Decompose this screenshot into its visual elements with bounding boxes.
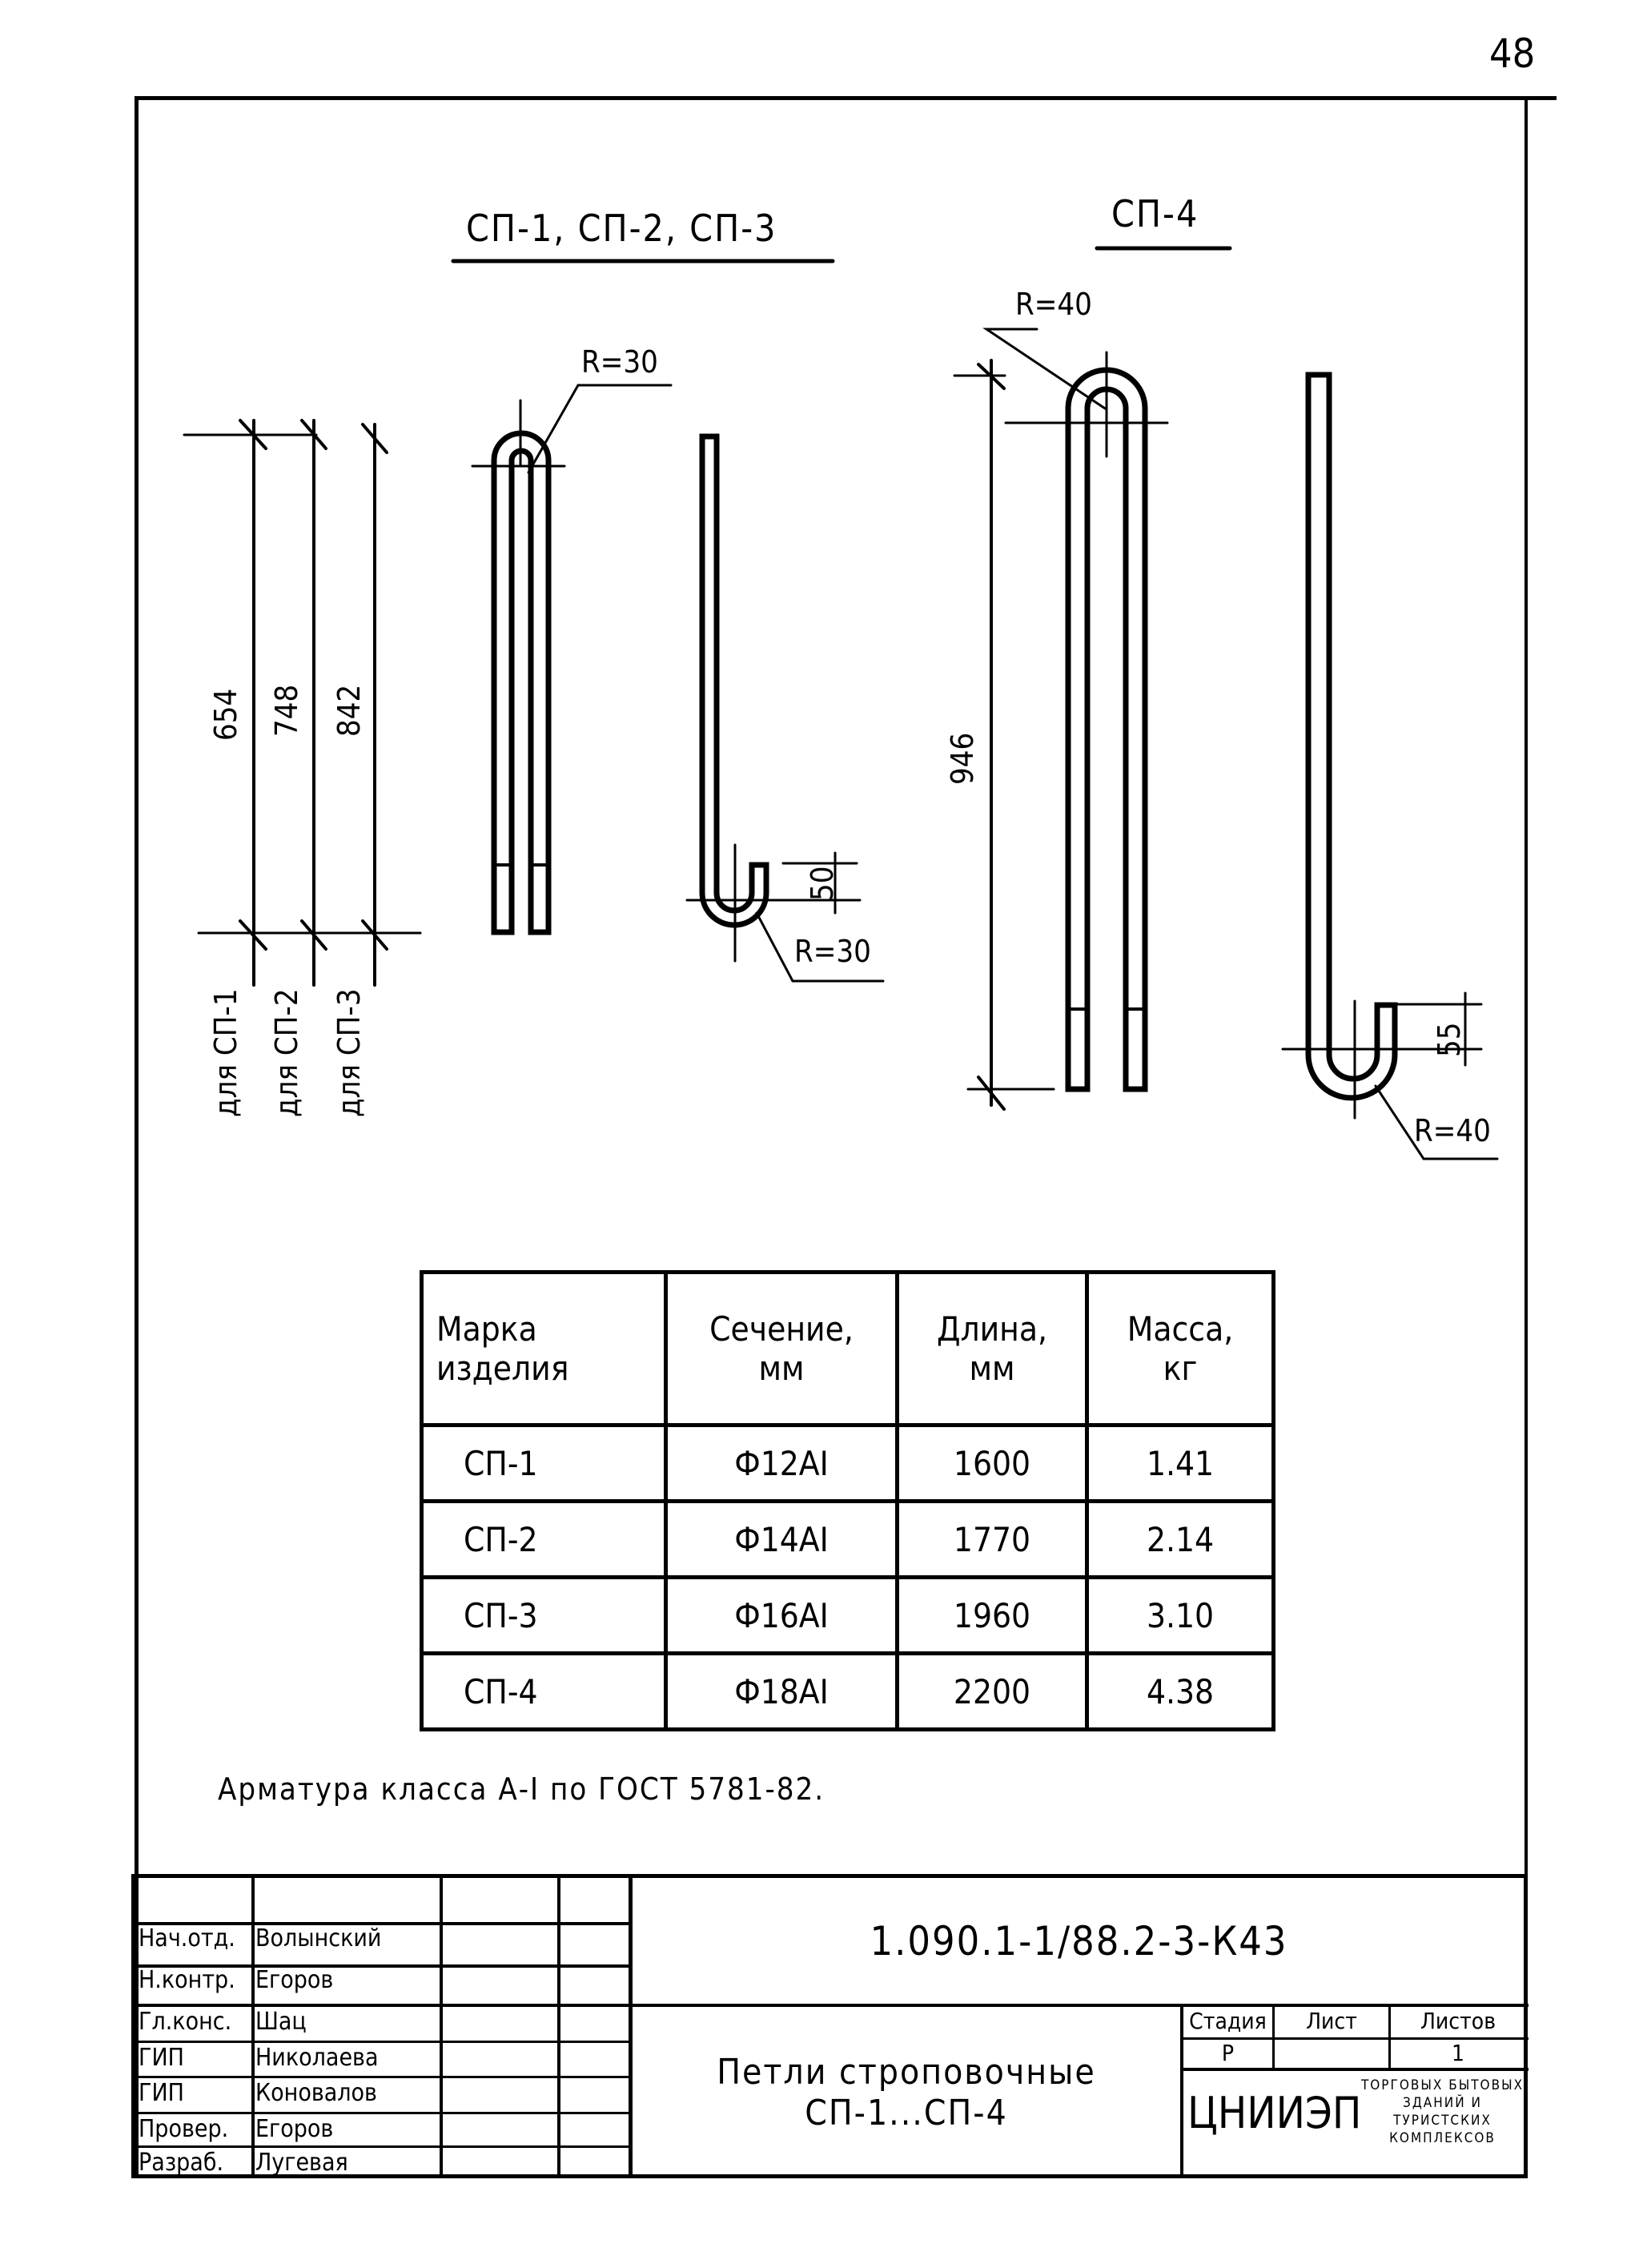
name-cell: Коновалов bbox=[255, 2079, 377, 2107]
stage-label: Стадия bbox=[1189, 2008, 1267, 2034]
header-mass: Масса, кг bbox=[1085, 1270, 1275, 1427]
table-row: СП-1 Ф12АI 1600 1.41 bbox=[420, 1423, 1275, 1503]
hook-length-a: 50 bbox=[805, 866, 840, 902]
cell-mark: СП-4 bbox=[420, 1651, 668, 1731]
cell-mass: 3.10 bbox=[1085, 1575, 1275, 1655]
header-length: Длина, мм bbox=[895, 1270, 1089, 1427]
frame-top-extension bbox=[1528, 96, 1557, 100]
dimension-654: 654 bbox=[208, 688, 243, 741]
title-block: Нач.отд. Волынский Н.контр. Егоров Гл.ко… bbox=[131, 1874, 1529, 2178]
sheets-value: 1 bbox=[1451, 2040, 1465, 2066]
radius-label-top-a: R=30 bbox=[581, 344, 658, 380]
drawing-title: Петли строповочные СП-1...СП-4 bbox=[633, 2007, 1180, 2178]
header-section: Сечение, мм bbox=[664, 1270, 899, 1427]
name-cell: Лугевая bbox=[255, 2149, 348, 2177]
organization-subtitle: торговых бытовых зданий и туристских ком… bbox=[1360, 2077, 1524, 2146]
cell-length: 1770 bbox=[895, 1499, 1089, 1579]
cell-mark: СП-3 bbox=[420, 1575, 668, 1655]
cell-mass: 1.41 bbox=[1085, 1423, 1275, 1503]
rebar-class-note: Арматура класса А-I по ГОСТ 5781-82. bbox=[218, 1771, 826, 1807]
view-title-sp4: СП-4 bbox=[1111, 192, 1199, 235]
cell-length: 2200 bbox=[895, 1651, 1089, 1731]
cell-length: 1600 bbox=[895, 1423, 1089, 1503]
stage-value: Р bbox=[1221, 2040, 1235, 2066]
name-cell: Егоров bbox=[255, 1966, 334, 1994]
cell-section: Ф16АI bbox=[664, 1575, 899, 1655]
cell-mark: СП-1 bbox=[420, 1423, 668, 1503]
dimension-label-sp3: для СП-3 bbox=[331, 988, 367, 1117]
dimension-label-sp1: для СП-1 bbox=[208, 988, 243, 1117]
name-cell: Шац bbox=[255, 2008, 307, 2036]
view-title-sp1-3: СП-1, СП-2, СП-3 bbox=[466, 207, 777, 250]
role-cell: ГИП bbox=[139, 2079, 184, 2107]
table-row: СП-3 Ф16АI 1960 3.10 bbox=[420, 1575, 1275, 1655]
drawing-title-line2: СП-1...СП-4 bbox=[805, 2093, 1008, 2133]
organization-name: ЦНИИЭП bbox=[1187, 2088, 1362, 2138]
dimension-label-sp2: для СП-2 bbox=[269, 988, 304, 1117]
name-cell: Егоров bbox=[255, 2115, 334, 2143]
document-code: 1.090.1-1/88.2-3-К43 bbox=[870, 1917, 1288, 1964]
cell-mark: СП-2 bbox=[420, 1499, 668, 1579]
role-cell: Гл.конс. bbox=[139, 2008, 232, 2036]
radius-label-hook-b: R=40 bbox=[1414, 1113, 1491, 1148]
cell-section: Ф14АI bbox=[664, 1499, 899, 1579]
radius-label-hook-a: R=30 bbox=[794, 934, 871, 969]
sheets-label: Листов bbox=[1420, 2008, 1496, 2034]
role-cell: Нач.отд. bbox=[139, 1924, 235, 1952]
name-cell: Волынский bbox=[255, 1924, 382, 1952]
cell-section: Ф18АI bbox=[664, 1651, 899, 1731]
dimension-946: 946 bbox=[945, 732, 980, 785]
spec-table-header: Марка изделия Сечение, мм Длина, мм Масс… bbox=[420, 1270, 1275, 1427]
page-number: 48 bbox=[1489, 30, 1536, 77]
cell-mass: 2.14 bbox=[1085, 1499, 1275, 1579]
cell-section: Ф12АI bbox=[664, 1423, 899, 1503]
dimension-748: 748 bbox=[269, 684, 304, 737]
role-cell: Разраб. bbox=[139, 2149, 224, 2177]
header-mark: Марка изделия bbox=[420, 1270, 668, 1427]
name-cell: Николаева bbox=[255, 2044, 379, 2072]
drawing-title-line1: Петли строповочные bbox=[717, 2052, 1096, 2093]
cell-mass: 4.38 bbox=[1085, 1651, 1275, 1731]
sheet-label: Лист bbox=[1306, 2008, 1357, 2034]
role-cell: Провер. bbox=[139, 2115, 229, 2143]
role-cell: ГИП bbox=[139, 2044, 184, 2072]
radius-label-top-b: R=40 bbox=[1015, 287, 1092, 322]
table-row: СП-4 Ф18АI 2200 4.38 bbox=[420, 1651, 1275, 1731]
cell-length: 1960 bbox=[895, 1575, 1089, 1655]
hook-length-b: 55 bbox=[1432, 1022, 1467, 1058]
spec-table: Марка изделия Сечение, мм Длина, мм Масс… bbox=[420, 1270, 1275, 1731]
table-row: СП-2 Ф14АI 1770 2.14 bbox=[420, 1499, 1275, 1579]
role-cell: Н.контр. bbox=[139, 1966, 235, 1994]
dimension-842: 842 bbox=[331, 684, 367, 737]
